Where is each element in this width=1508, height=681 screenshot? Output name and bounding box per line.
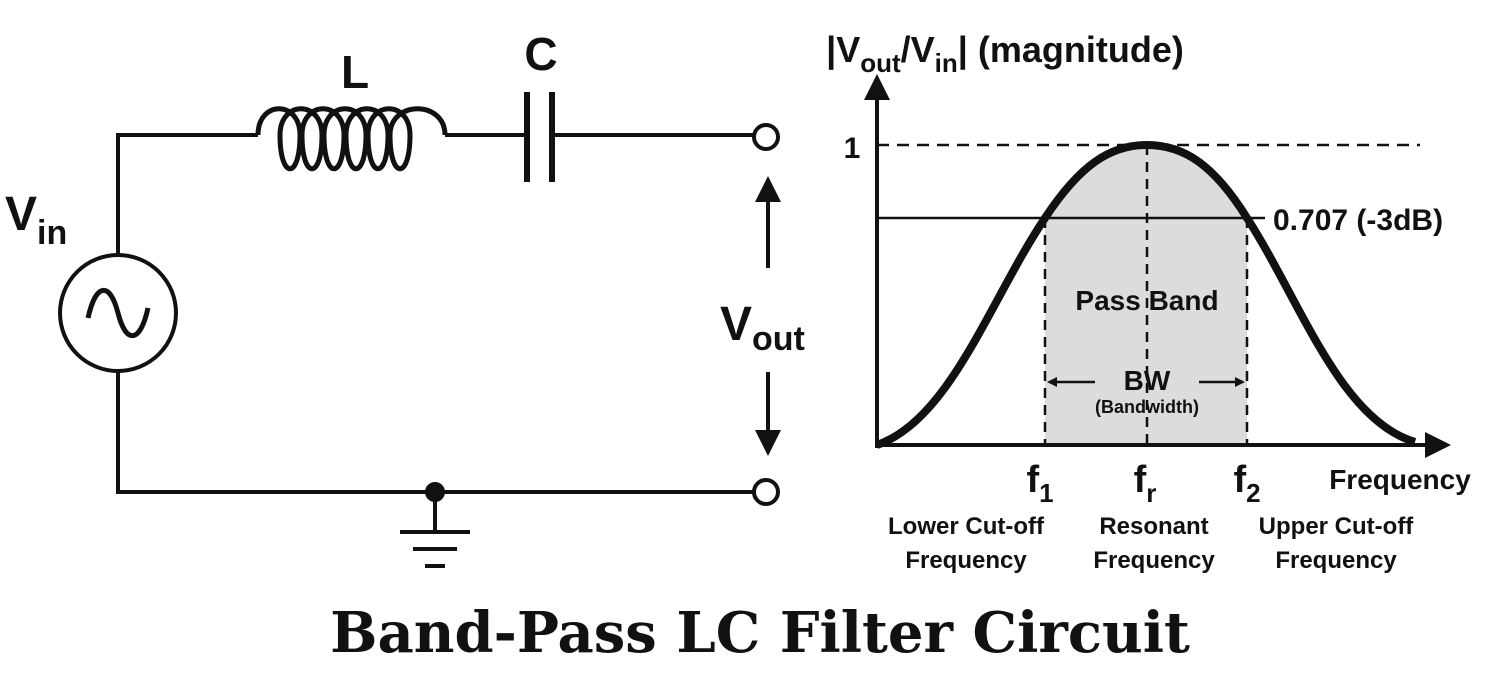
f1-label: f1 bbox=[1026, 459, 1053, 508]
inductor-label: L bbox=[341, 46, 369, 98]
y-axis-label: |Vout/Vin| (magnitude) bbox=[826, 29, 1184, 78]
x-axis-label: Frequency bbox=[1329, 464, 1471, 495]
pass-band-label: Pass Band bbox=[1075, 285, 1218, 316]
inductor-coil bbox=[255, 106, 448, 171]
pass-band-shading bbox=[1045, 145, 1247, 445]
output-terminal-top bbox=[752, 123, 780, 151]
capacitor-label: C bbox=[524, 28, 557, 80]
f2-desc-line2: Frequency bbox=[1275, 547, 1397, 574]
ground-icon bbox=[400, 530, 470, 568]
fr-label: fr bbox=[1134, 459, 1157, 508]
frequency-response-graph bbox=[864, 74, 1451, 458]
cutoff-label: 0.707 (-3dB) bbox=[1273, 204, 1443, 237]
wire-bottom bbox=[116, 371, 754, 494]
peak-label: 1 bbox=[844, 132, 861, 165]
circuit-schematic bbox=[58, 92, 781, 568]
fr-desc-line2: Frequency bbox=[1093, 547, 1215, 574]
f2-label: f2 bbox=[1233, 459, 1260, 508]
f1-desc-line1: Lower Cut-off bbox=[888, 513, 1045, 540]
vout-label: Vout bbox=[720, 298, 805, 358]
fr-desc-line1: Resonant bbox=[1099, 513, 1208, 540]
response-curve bbox=[875, 140, 1417, 449]
diagram-title: Band-Pass LC Filter Circuit bbox=[330, 600, 1190, 666]
bw-label: BW bbox=[1124, 365, 1171, 396]
bw-sub-label: (Bandwidth) bbox=[1095, 397, 1199, 417]
vin-label: Vin bbox=[5, 188, 67, 252]
output-terminal-bottom bbox=[752, 478, 780, 506]
sine-wave-icon bbox=[85, 287, 151, 339]
f2-desc-line1: Upper Cut-off bbox=[1259, 513, 1415, 540]
wire-top-left bbox=[116, 133, 258, 260]
f1-desc-line2: Frequency bbox=[905, 547, 1027, 574]
